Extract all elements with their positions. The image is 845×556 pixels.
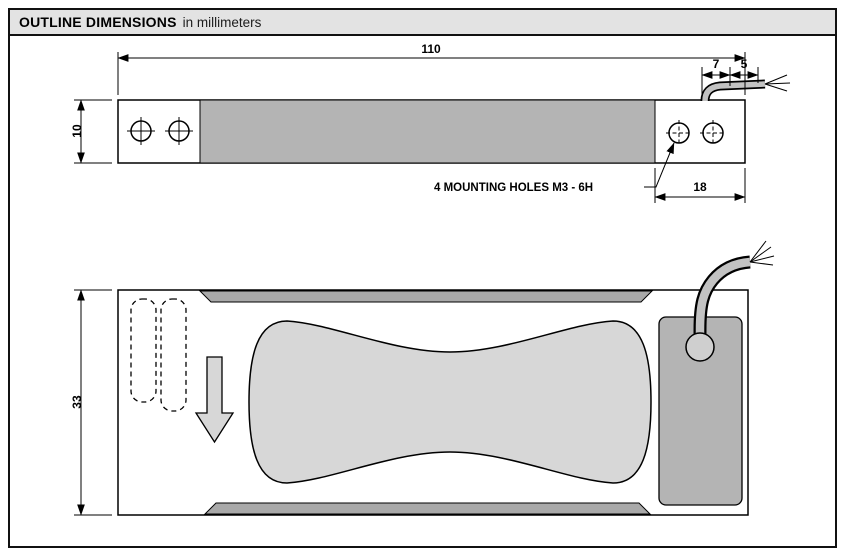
dim-width-label: 33 bbox=[70, 395, 84, 409]
dogbone-cutout bbox=[248, 320, 652, 484]
header-title: OUTLINE DIMENSIONS bbox=[19, 14, 177, 30]
dimension-height: 10 bbox=[70, 99, 112, 164]
mounting-hole bbox=[127, 117, 155, 145]
cable-plan bbox=[685, 240, 775, 362]
technical-drawing: 110 7 5 bbox=[70, 42, 791, 516]
dimension-mount-span: 18 bbox=[654, 168, 746, 203]
mounting-hole bbox=[165, 117, 193, 145]
dim-mount-span-label: 18 bbox=[693, 180, 707, 194]
mounting-holes-callout: 4 MOUNTING HOLES M3 - 6H bbox=[434, 142, 675, 194]
dim-cable-offset-label: 7 bbox=[713, 57, 720, 71]
side-view: 110 7 5 bbox=[70, 42, 791, 203]
cable-gland bbox=[685, 332, 715, 362]
beam-shaded-section bbox=[199, 99, 656, 164]
mounting-hole bbox=[700, 120, 726, 146]
hidden-slot bbox=[130, 298, 157, 403]
dimension-length: 110 bbox=[117, 42, 746, 95]
dim-length-label: 110 bbox=[421, 42, 441, 56]
bottom-recess-strip bbox=[203, 502, 652, 515]
leader-line bbox=[644, 142, 675, 188]
load-direction-arrow-icon bbox=[194, 356, 235, 444]
cable-side bbox=[700, 74, 791, 102]
dimension-cable-exit: 5 bbox=[729, 57, 759, 79]
header-bar: OUTLINE DIMENSIONS in millimeters bbox=[10, 10, 835, 36]
hidden-slot bbox=[160, 298, 187, 412]
top-recess-strip bbox=[198, 290, 654, 303]
mounting-hole bbox=[666, 120, 692, 146]
cable-wire-ends bbox=[764, 74, 791, 92]
mounting-holes-label: 4 MOUNTING HOLES M3 - 6H bbox=[434, 182, 593, 194]
drawing-frame: OUTLINE DIMENSIONS in millimeters bbox=[8, 8, 837, 548]
dim-cable-exit-label: 5 bbox=[741, 57, 748, 71]
dimension-width: 33 bbox=[70, 289, 112, 516]
cable-wire-ends bbox=[749, 240, 775, 266]
header-subtitle: in millimeters bbox=[182, 14, 262, 30]
dim-height-label: 10 bbox=[70, 124, 84, 138]
plan-view: 33 bbox=[70, 240, 775, 516]
